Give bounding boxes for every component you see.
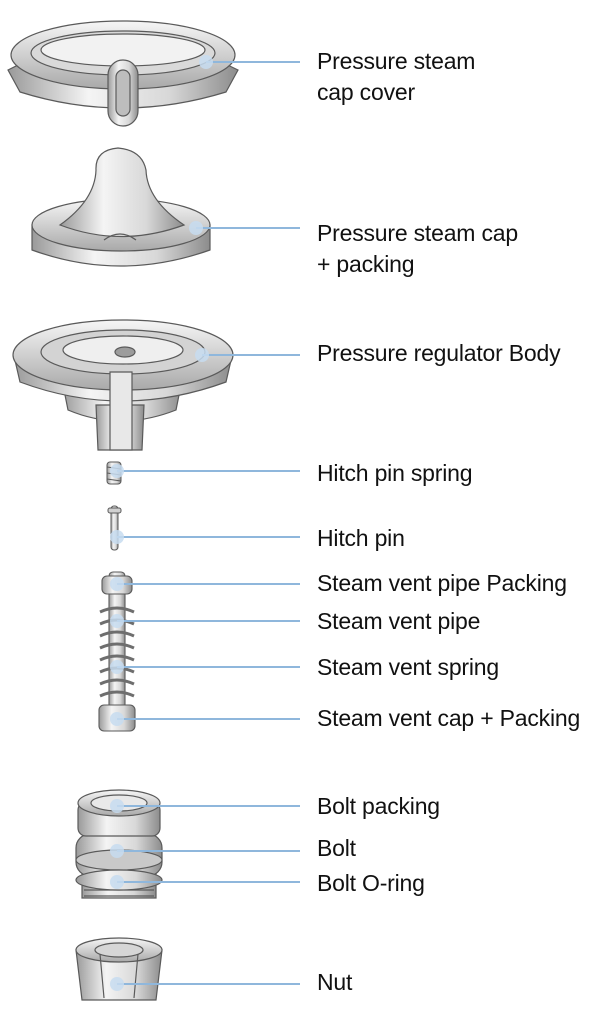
part-label-vent-pipe-packing: Steam vent pipe Packing: [317, 570, 567, 596]
part-label-bolt-oring: Bolt O-ring: [317, 870, 425, 896]
leader-dot-bolt-oring: [110, 875, 124, 889]
part-label-vent-spring: Steam vent spring: [317, 654, 499, 680]
leader-dot-bolt-packing: [110, 799, 124, 813]
part-label-hitch-pin: Hitch pin: [317, 525, 405, 551]
leader-dot-vent-pipe: [110, 614, 124, 628]
leader-dot-nut: [110, 977, 124, 991]
leader-dot-vent-cap: [110, 712, 124, 726]
leader-dot-hitch-pin: [110, 530, 124, 544]
part-label-hitch-pin-spring: Hitch pin spring: [317, 460, 473, 486]
leader-dot-regulator-body: [195, 348, 209, 362]
leader-dot-cap-cover: [199, 55, 213, 69]
steam-cap-drawing: [31, 147, 211, 267]
nut-drawing: [75, 937, 163, 1001]
part-label-vent-pipe: Steam vent pipe: [317, 608, 481, 634]
leader-dot-vent-pipe-packing: [110, 577, 124, 591]
cap-cover-drawing: [7, 20, 239, 127]
part-label-steam-cap: Pressure steam cap + packing: [317, 220, 518, 277]
part-label-regulator-body: Pressure regulator Body: [317, 340, 561, 366]
leader-dot-vent-spring: [110, 660, 124, 674]
leader-dot-bolt: [110, 844, 124, 858]
leader-dot-steam-cap: [189, 221, 203, 235]
regulator-body-drawing: [12, 319, 234, 451]
part-label-vent-cap: Steam vent cap + Packing: [317, 705, 581, 731]
steam-vent-assembly-drawing: [98, 571, 136, 732]
part-label-nut: Nut: [317, 969, 353, 995]
leader-dot-hitch-pin-spring: [110, 464, 124, 478]
part-label-cap-cover: Pressure steam cap cover: [317, 48, 476, 105]
leader-lines: [110, 55, 300, 991]
part-label-bolt: Bolt: [317, 835, 356, 861]
part-label-bolt-packing: Bolt packing: [317, 793, 440, 819]
